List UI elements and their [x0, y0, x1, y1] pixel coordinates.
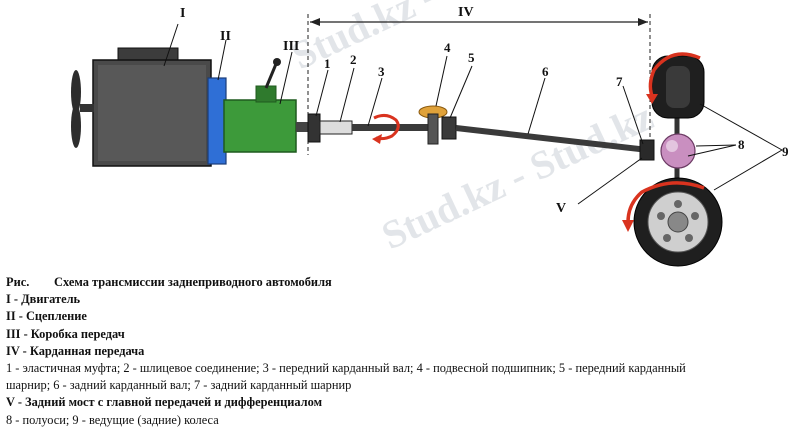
rear-cardan-shaft [455, 125, 649, 153]
gearbox [223, 58, 297, 153]
spline-connection [319, 120, 353, 135]
wheel-rotation-arrows [622, 52, 705, 232]
label-clutch: II [220, 29, 231, 44]
label-gearbox: III [283, 39, 299, 54]
caption-title-label: Рис. [6, 275, 30, 289]
label-5: 5 [468, 50, 475, 65]
engine [71, 47, 212, 167]
output-shaft [296, 122, 312, 132]
label-rear-axle: V [556, 201, 566, 216]
label-engine: I [180, 6, 185, 21]
rear-cardan-joint [639, 139, 655, 161]
label-2: 2 [350, 52, 357, 67]
caption-parts-line-1: 1 - эластичная муфта; 2 - шлицевое соеди… [6, 361, 686, 376]
label-1: 1 [324, 56, 331, 71]
label-6: 6 [542, 64, 549, 79]
caption-item-cardan: IV - Карданная передача [6, 343, 145, 358]
elastic-coupling [307, 113, 321, 143]
caption-title-text: Схема трансмиссии заднеприводного автомо… [54, 275, 332, 289]
caption-parts-line-2: шарнир; 6 - задний карданный вал; 7 - за… [6, 378, 352, 393]
front-cardan-shaft [352, 124, 428, 131]
label-4: 4 [444, 40, 451, 55]
label-3: 3 [378, 64, 385, 79]
label-9: 9 [782, 144, 789, 159]
label-7: 7 [616, 74, 623, 89]
upper-wheel [651, 55, 705, 119]
iv-arrow-left [310, 18, 320, 26]
suspended-bearing [418, 105, 448, 145]
leader-lines [163, 23, 783, 205]
label-cardan-transmission: IV [458, 5, 474, 20]
caption-item-clutch: II - Сцепление [6, 309, 87, 324]
front-cardan-joint [441, 116, 457, 140]
transmission-diagram: Stud.kz - Stud.kz Stud.kz - Stud.kz [71, 0, 789, 267]
lower-wheel [633, 177, 723, 267]
caption-item-engine: I - Двигатель [6, 292, 81, 307]
caption-parts-line-3: 8 - полуоси; 9 - ведущие (задние) колеса [6, 412, 219, 427]
caption-item-rear-axle: V - Задний мост с главной передачей и ди… [6, 395, 323, 410]
caption-item-gearbox: III - Коробка передач [6, 326, 125, 341]
iv-arrow-right [638, 18, 648, 26]
label-8: 8 [738, 137, 745, 152]
figure-caption: Рис. Схема трансмиссии заднеприводного ав… [6, 274, 796, 429]
caption-title: Рис. Схема трансмиссии заднеприводного ав… [6, 274, 796, 291]
rotation-arrow [372, 113, 400, 144]
